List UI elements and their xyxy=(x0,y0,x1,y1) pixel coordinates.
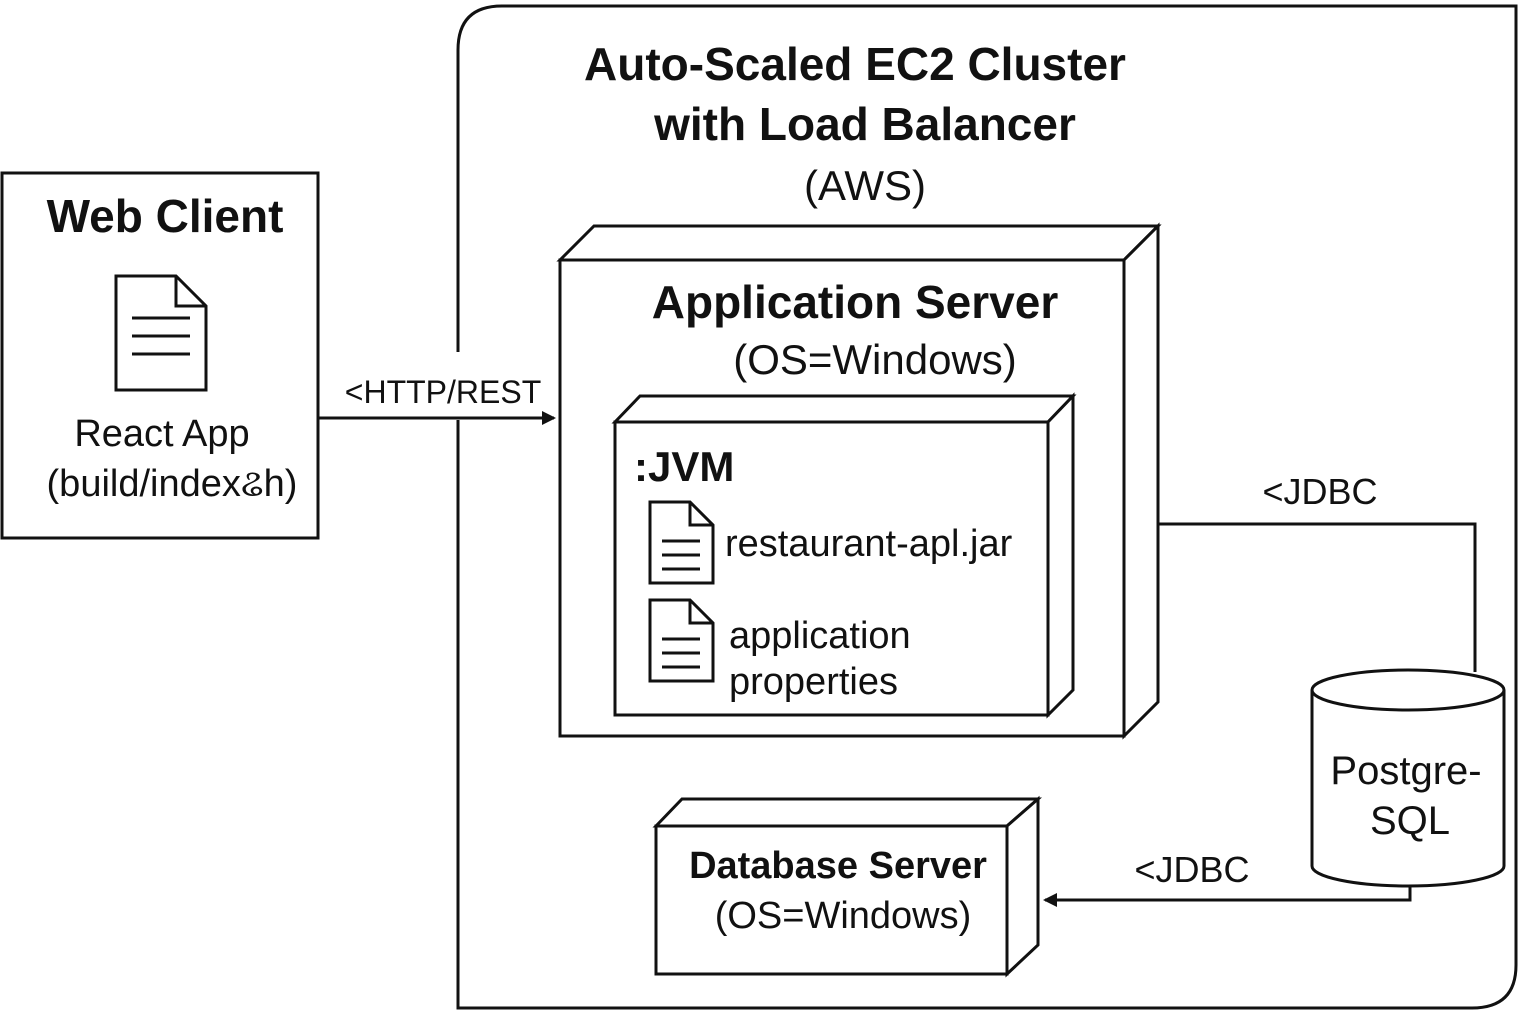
postgresql-label-line1: Postgre- xyxy=(1330,749,1481,793)
cluster-title-line2: with Load Balancer xyxy=(653,98,1076,150)
postgresql-label-line2: SQL xyxy=(1370,799,1450,843)
postgresql-database-icon xyxy=(1310,668,1506,888)
react-app-path: (build/indexଌh) xyxy=(47,463,298,505)
jdbc-connection-top xyxy=(1158,522,1477,672)
application-server-os: (OS=Windows) xyxy=(733,336,1017,383)
jdbc-label-top: <JDBC xyxy=(1262,471,1377,512)
cluster-boundary xyxy=(456,4,1518,1010)
properties-file-label-line1: application xyxy=(729,615,911,657)
properties-file-icon xyxy=(648,598,715,683)
properties-file-label-line2: properties xyxy=(729,661,898,703)
jar-file-label: restaurant-apl.jar xyxy=(725,523,1013,565)
jdbc-connection-bottom xyxy=(1043,886,1412,907)
cluster-title-line1: Auto-Scaled EC2 Cluster xyxy=(584,38,1126,90)
database-server-os: (OS=Windows) xyxy=(715,895,972,937)
jar-file-icon xyxy=(648,500,715,585)
jdbc-label-bottom: <JDBC xyxy=(1134,849,1249,890)
database-server-node xyxy=(652,795,1043,978)
web-client-title: Web Client xyxy=(47,190,284,242)
react-app-label: React App xyxy=(74,413,249,455)
http-rest-label: <HTTP/REST xyxy=(345,374,541,410)
document-icon xyxy=(114,274,208,392)
database-server-title: Database Server xyxy=(689,845,987,887)
jvm-title: :JVM xyxy=(634,443,734,490)
application-server-title: Application Server xyxy=(652,276,1059,328)
cluster-title-line3: (AWS) xyxy=(804,162,926,209)
